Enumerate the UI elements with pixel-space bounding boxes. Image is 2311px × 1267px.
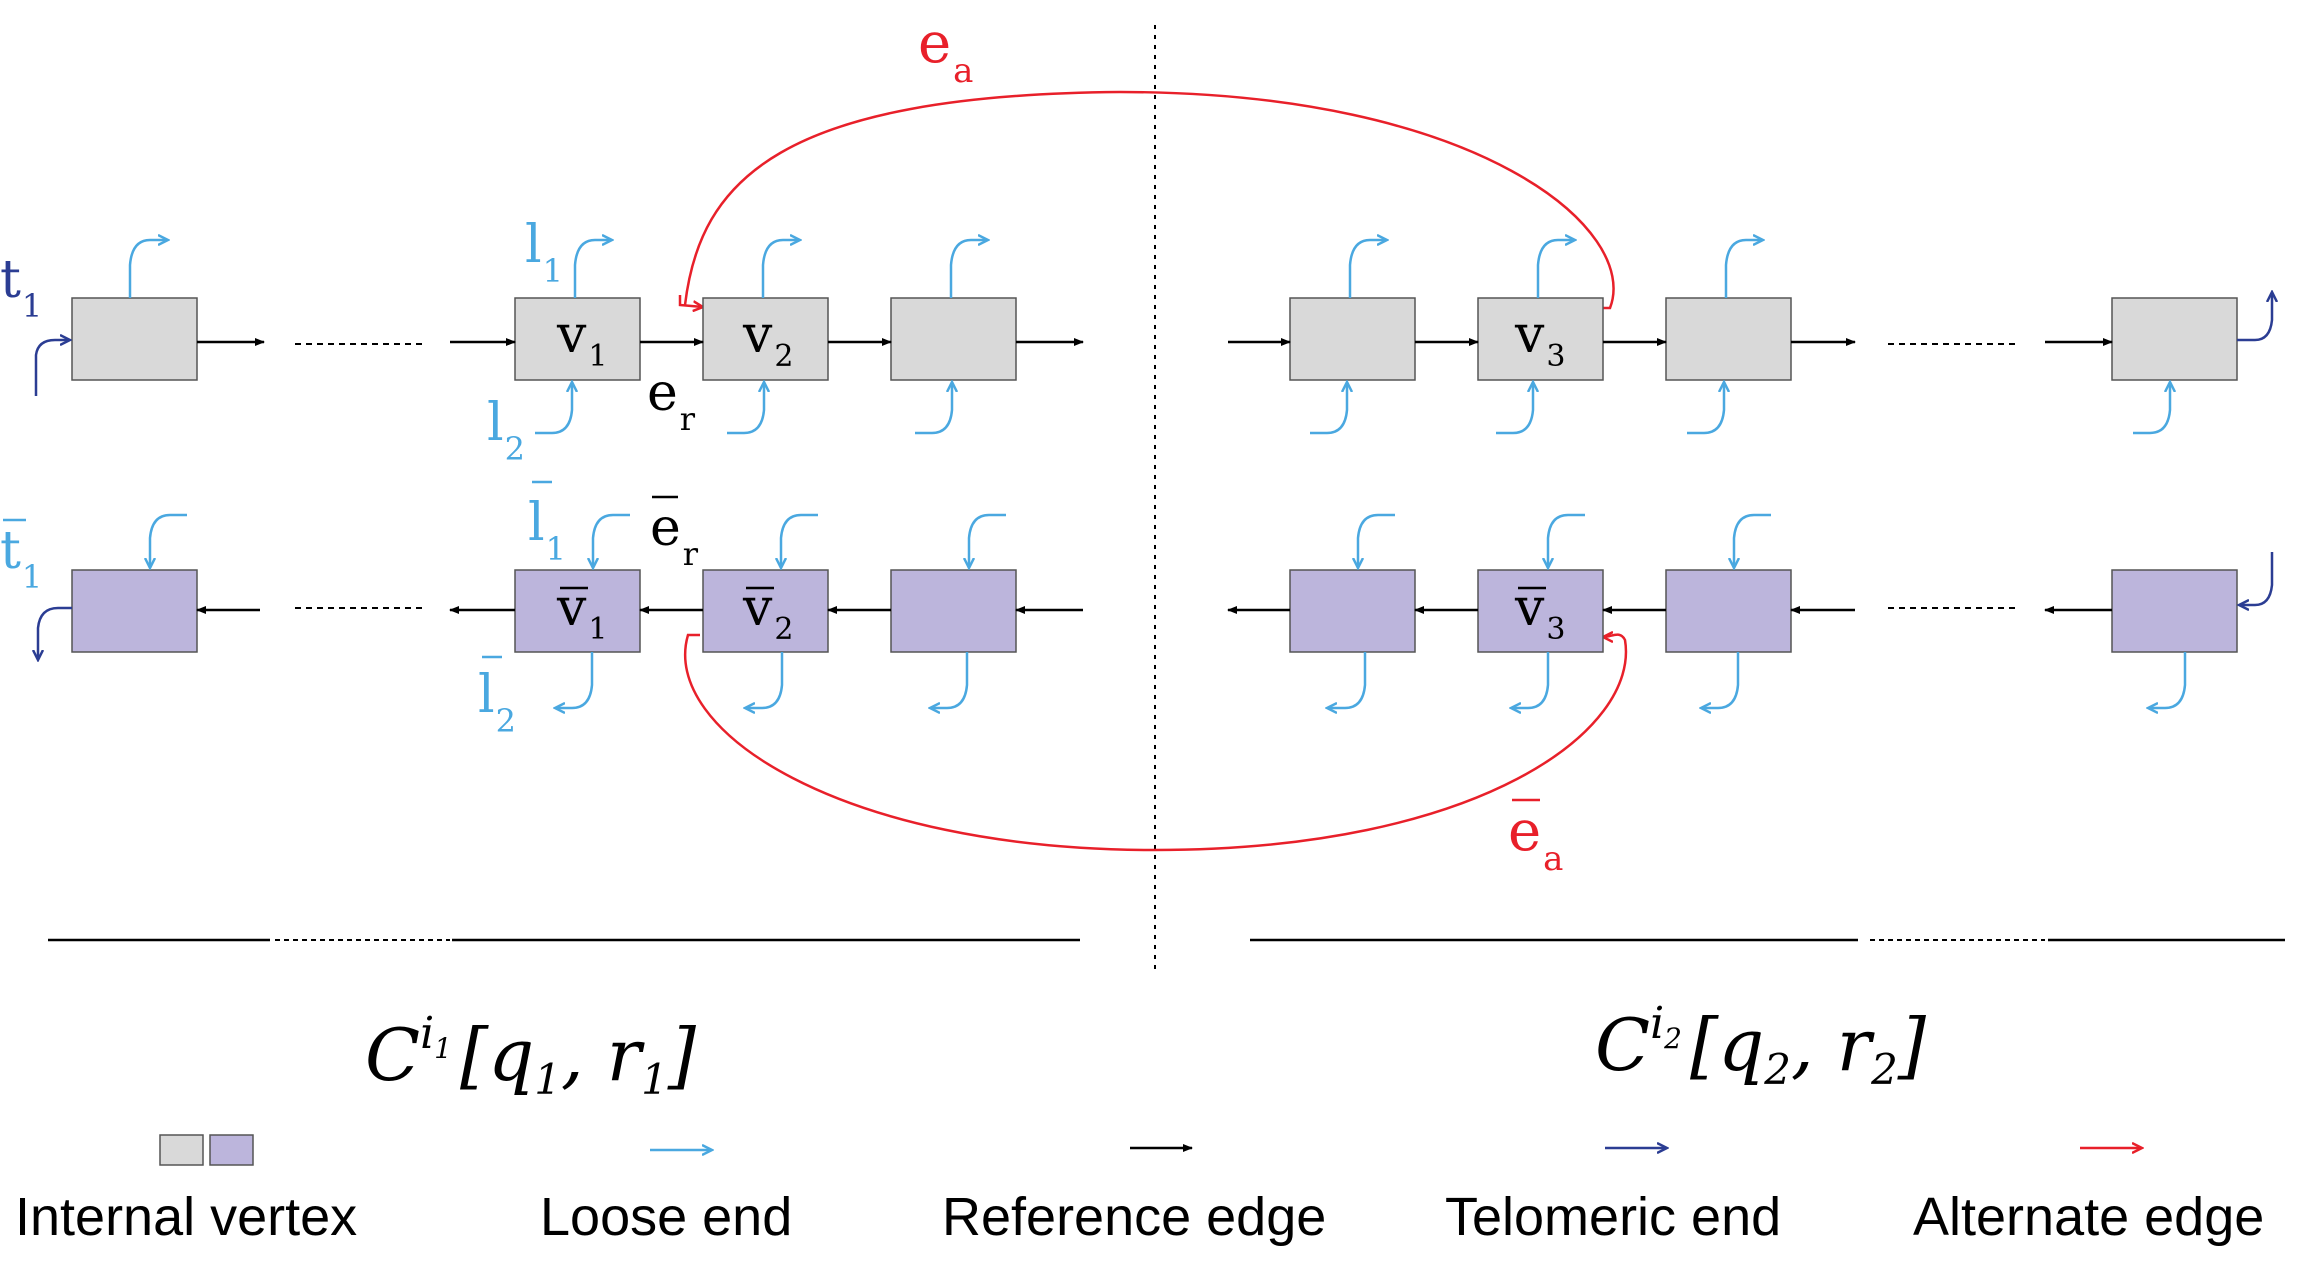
loose-end [915, 382, 952, 435]
vertex-box [1665, 297, 1792, 381]
telomeric-end-t1 [34, 340, 70, 396]
loose-end [1701, 652, 1740, 708]
label-v1: v1 [556, 305, 607, 374]
vertex-v2-bar [702, 569, 829, 653]
vertex-v3-bar [1477, 569, 1604, 653]
loose-end-l2 [535, 382, 572, 435]
loose-end [150, 513, 187, 568]
legend-alternate-edge: Alternate edge [1913, 1187, 2264, 1247]
label-v3: v3 [1514, 305, 1565, 374]
label-t1-bar: t1 [0, 521, 42, 596]
vertex-v2 [702, 297, 829, 381]
vertex-v1-bar [514, 569, 641, 653]
legend-swatch-gray [159, 1134, 204, 1166]
label-v2: v2 [742, 305, 793, 374]
vertex-box [890, 569, 1017, 653]
loose-end [128, 240, 168, 298]
loose-end [2133, 382, 2170, 435]
legend-swatch-purple [209, 1134, 254, 1166]
label-er: er [647, 363, 696, 438]
chromosome-label-left: Ci1[q1, r1] [365, 1008, 697, 1104]
telomeric-end-t1-bar [38, 606, 72, 660]
vertex-box [1289, 297, 1416, 381]
alternate-edge-ea-head [678, 295, 703, 307]
legend: Internal vertex Loose end Reference edge… [15, 1134, 2264, 1247]
label-l2: l2 [487, 393, 525, 468]
vertex-box [1665, 569, 1792, 653]
telomeric-end [2239, 552, 2274, 605]
loose-end-l1 [573, 240, 612, 298]
loose-end [1511, 652, 1550, 708]
loose-end [930, 652, 969, 708]
loose-end-l1-bar [593, 513, 630, 568]
loose-end [1327, 652, 1367, 708]
chromosome-label-right: Ci2[q2, r2] [1595, 998, 1927, 1094]
loose-end [727, 382, 764, 435]
loose-end [745, 652, 784, 708]
legend-reference-edge: Reference edge [942, 1187, 1326, 1247]
vertex-v1 [514, 297, 641, 381]
loose-end [1724, 240, 1763, 298]
vertex-box [1289, 569, 1416, 653]
legend-internal-vertex: Internal vertex [15, 1187, 357, 1247]
label-l1-bar: l1 [528, 493, 566, 568]
loose-end [2148, 652, 2187, 708]
label-er-bar: er [650, 498, 699, 573]
label-ea-bar: ea [1508, 799, 1563, 879]
loose-end [949, 240, 988, 298]
loose-end [781, 513, 818, 568]
vertex-box [2111, 297, 2238, 381]
alternate-edge-ea [683, 90, 1615, 310]
label-l2-bar: l2 [478, 665, 516, 740]
loose-end [1348, 240, 1387, 298]
label-v1-bar: v1 [556, 578, 607, 647]
top-row [34, 240, 2272, 435]
legend-telomeric-end: Telomeric end [1445, 1187, 1781, 1247]
vertex-box [71, 297, 198, 381]
loose-end [1496, 382, 1533, 435]
bottom-row [38, 513, 2274, 708]
legend-loose-end: Loose end [540, 1187, 792, 1247]
vertex-box [2111, 569, 2238, 653]
label-v3-bar: v3 [1514, 578, 1565, 647]
label-v2-bar: v2 [742, 578, 793, 647]
loose-end [1687, 382, 1724, 435]
telomeric-end [2237, 292, 2272, 342]
label-ea: ea [918, 11, 973, 91]
loose-end [761, 240, 800, 298]
loose-end [1358, 513, 1395, 568]
loose-end [1734, 513, 1771, 568]
loose-end [1536, 240, 1575, 298]
loose-end-l2-bar [555, 652, 594, 708]
loose-end [1310, 382, 1347, 435]
vertex-box [71, 569, 198, 653]
vertex-box [890, 297, 1017, 381]
label-l1: l1 [525, 215, 563, 290]
label-t1: t1 [0, 250, 42, 325]
loose-end [969, 513, 1006, 568]
alternate-edge-ea-bar [683, 635, 1628, 852]
loose-end [1548, 513, 1585, 568]
